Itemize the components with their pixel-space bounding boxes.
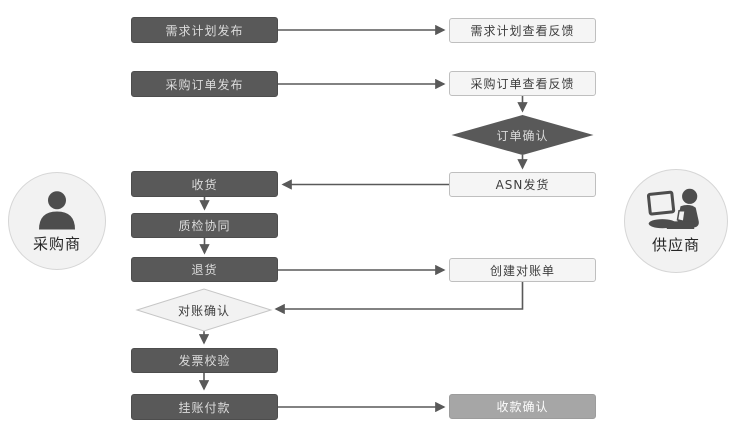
node-payment-on-account: 挂账付款 [131, 394, 278, 420]
node-asn-ship: ASN发货 [449, 172, 596, 197]
actor-buyer-label: 采购商 [32, 234, 81, 253]
node-return-goods: 退货 [131, 257, 278, 282]
node-invoice-check: 发票校验 [131, 348, 278, 373]
node-demand-plan-feedback: 需求计划查看反馈 [449, 18, 596, 43]
node-demand-plan-publish: 需求计划发布 [131, 17, 278, 43]
person-icon [34, 189, 80, 231]
statement-confirm-diamond [135, 288, 273, 332]
order-confirm-diamond [451, 115, 594, 155]
actor-supplier-label: 供应商 [651, 235, 700, 254]
edge-statement-to-confirm [274, 282, 524, 315]
person-laptop-icon [647, 188, 705, 232]
node-po-feedback: 采购订单查看反馈 [449, 71, 596, 96]
actor-buyer: 采购商 [8, 172, 106, 270]
node-receive-goods: 收货 [131, 171, 278, 197]
node-po-publish: 采购订单发布 [131, 71, 278, 97]
node-create-statement: 创建对账单 [449, 258, 596, 282]
node-quality-collab: 质检协同 [131, 213, 278, 238]
node-receipt-confirm: 收款确认 [449, 394, 596, 419]
actor-supplier: 供应商 [624, 169, 728, 273]
